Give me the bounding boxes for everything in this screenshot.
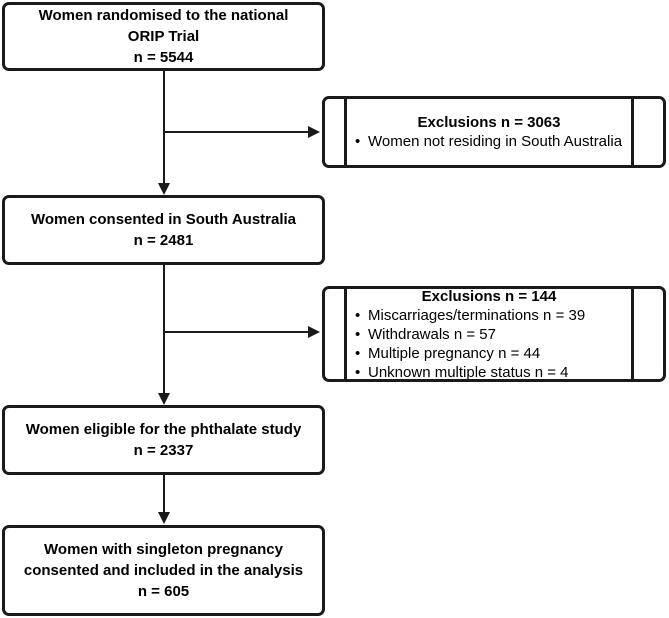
list-item-label: Unknown multiple status n = 4	[368, 363, 569, 380]
exclusions-title: Exclusions n = 3063	[417, 114, 561, 131]
connector-branch-1	[163, 131, 309, 133]
list-item: • Women not residing in South Australia	[351, 132, 627, 151]
connector-arrowhead-right-1	[308, 126, 320, 138]
list-item-label: Women not residing in South Australia	[368, 133, 623, 150]
list-item-label: Miscarriages/terminations n = 39	[368, 306, 586, 324]
bullet-icon: •	[355, 363, 361, 380]
connector-trunk-1	[163, 71, 165, 184]
node-line: Women randomised to the national	[38, 7, 289, 24]
node-line: consented and included in the analysis	[23, 562, 304, 579]
list-item-label: Withdrawals n = 57	[368, 325, 496, 343]
bullet-icon: •	[355, 133, 361, 150]
connector-branch-2	[163, 331, 309, 333]
node-line: Women consented in South Australia	[30, 211, 297, 228]
node-line: n = 605	[137, 583, 190, 600]
exclusions-list: • Miscarriages/terminations n = 39 • Wit…	[351, 306, 627, 380]
exclusions-gutter-right	[631, 289, 663, 379]
node-line: n = 2337	[133, 442, 194, 459]
bullet-icon: •	[355, 325, 361, 343]
connector-arrowhead-right-2	[308, 326, 320, 338]
connector-arrowhead-down-2	[158, 393, 170, 405]
exclusions-body: Exclusions n = 3063 • Women not residing…	[347, 99, 631, 165]
node-line: n = 5544	[133, 49, 194, 66]
node-women-included-analysis: Women with singleton pregnancy consented…	[2, 525, 325, 616]
exclusions-box-2: Exclusions n = 144 • Miscarriages/termin…	[322, 286, 666, 382]
exclusions-gutter-right	[631, 99, 663, 165]
exclusions-gutter-left	[325, 99, 347, 165]
node-line: ORIP Trial	[127, 28, 200, 45]
list-item: • Multiple pregnancy n = 44	[351, 344, 627, 363]
node-line: Women with singleton pregnancy	[44, 541, 283, 558]
connector-trunk-2	[163, 265, 165, 394]
exclusions-gutter-left	[325, 289, 347, 379]
list-item: • Miscarriages/terminations n = 39	[351, 306, 627, 325]
node-line: n = 2481	[133, 232, 194, 249]
connector-arrowhead-down-1	[158, 183, 170, 195]
node-women-eligible-phthalate: Women eligible for the phthalate study n…	[2, 405, 325, 475]
node-line: Women eligible for the phthalate study	[25, 421, 302, 438]
list-item-label: Multiple pregnancy n = 44	[368, 344, 541, 362]
connector-arrowhead-down-3	[158, 512, 170, 524]
exclusions-title: Exclusions n = 144	[421, 289, 557, 305]
list-item: • Unknown multiple status n = 4	[351, 363, 627, 380]
bullet-icon: •	[355, 306, 361, 324]
list-item: • Withdrawals n = 57	[351, 325, 627, 344]
connector-trunk-3	[163, 475, 165, 513]
exclusions-body: Exclusions n = 144 • Miscarriages/termin…	[347, 289, 631, 379]
exclusions-list: • Women not residing in South Australia	[351, 132, 627, 151]
bullet-icon: •	[355, 344, 361, 362]
node-women-randomised: Women randomised to the national ORIP Tr…	[2, 2, 325, 71]
exclusions-box-1: Exclusions n = 3063 • Women not residing…	[322, 96, 666, 168]
node-women-consented-sa: Women consented in South Australia n = 2…	[2, 195, 325, 265]
